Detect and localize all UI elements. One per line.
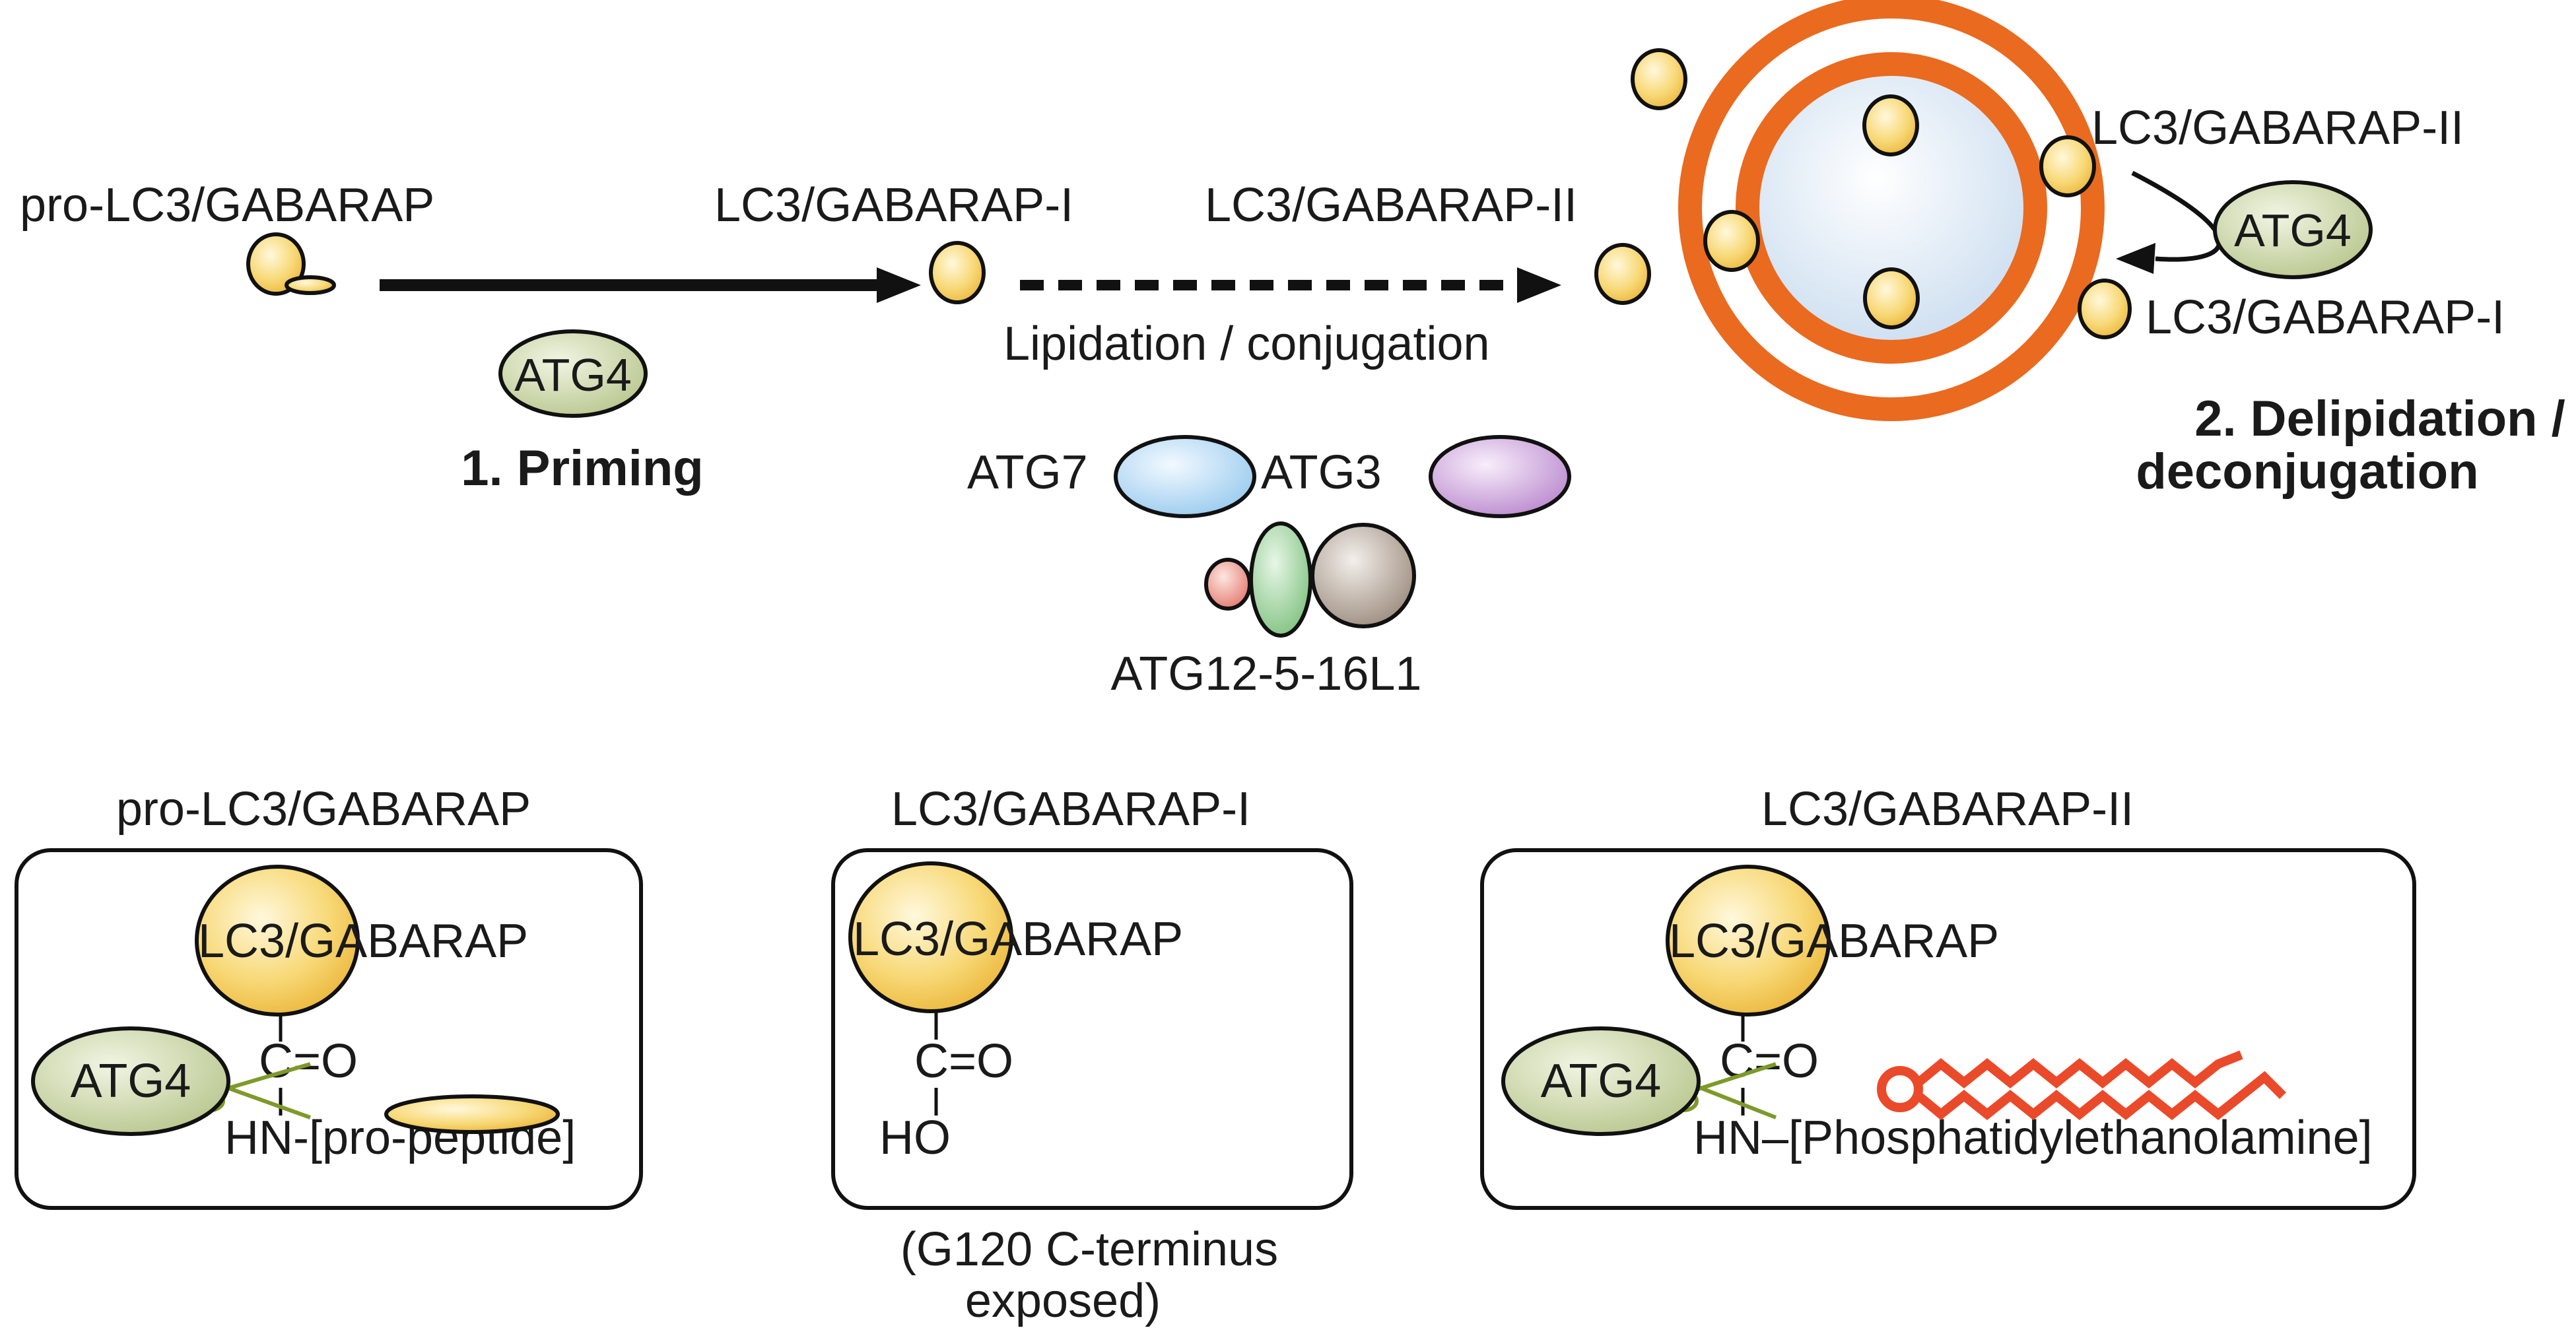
priming-arrow [380, 267, 921, 303]
atg12-5-16l1-complex [1204, 521, 1416, 638]
pro-lc3-molecule [246, 232, 336, 296]
panel-i-note-line1: (G120 C-terminus [900, 1223, 1278, 1276]
panel-pro-title: pro-LC3/GABARAP [116, 783, 531, 836]
atg7-label: ATG7 [967, 446, 1088, 499]
panel-pro-lc3: LC3/GABARAP C=O HN-[pro-peptide] ATG4 [15, 848, 643, 1210]
panel-ii-title: LC3/GABARAP-II [1761, 783, 2134, 836]
svg-text:HO: HO [879, 1112, 951, 1164]
pro-lc3-label: pro-LC3/GABARAP [20, 179, 434, 232]
autophagosome [1594, 0, 2105, 421]
panel-lc3-i: LC3/GABARAP C=O HO [831, 848, 1353, 1210]
atg7-enzyme [1114, 435, 1256, 518]
atg3-enzyme [1429, 435, 1571, 518]
phosphatidylethanolamine-lipid [1877, 1050, 2286, 1121]
atg4-recycle-enzyme: ATG4 [2213, 180, 2373, 279]
svg-text:C=O: C=O [1720, 1035, 1819, 1088]
svg-text:HN–[Phosphatidylethanolamine]: HN–[Phosphatidylethanolamine] [1693, 1112, 2373, 1164]
lc3-ii-label: LC3/GABARAP-II [1205, 179, 1577, 232]
delipidation-arrow [2131, 170, 2222, 262]
atg4-priming-enzyme: ATG4 [498, 329, 648, 418]
lipidation-label: Lipidation / conjugation [1003, 317, 1490, 370]
svg-text:LC3/GABARAP: LC3/GABARAP [1669, 915, 1999, 968]
panel-i-title: LC3/GABARAP-I [891, 783, 1250, 836]
recycle-lc3-i-molecule [2078, 279, 2132, 339]
svg-text:ATG4: ATG4 [71, 1055, 191, 1108]
lc3-i-label: LC3/GABARAP-I [714, 179, 1073, 232]
svg-text:ATG4: ATG4 [514, 349, 632, 401]
svg-text:C=O: C=O [259, 1035, 358, 1088]
atg12-complex-label: ATG12-5-16L1 [1111, 648, 1422, 700]
svg-text:ATG4: ATG4 [1541, 1055, 1662, 1108]
svg-text:C=O: C=O [914, 1035, 1013, 1088]
svg-text:LC3/GABARAP: LC3/GABARAP [198, 915, 528, 968]
delipidation-label-line1: 2. Delipidation / [2194, 391, 2565, 447]
recycle-lc3-i-label: LC3/GABARAP-I [2146, 291, 2505, 344]
panel-i-note-line2: exposed) [965, 1275, 1161, 1327]
panel-lc3-ii: LC3/GABARAP C=O HN–[Phosphatidylethanola… [1480, 848, 2416, 1210]
lc3-i-molecule [929, 241, 986, 304]
svg-text:LC3/GABARAP: LC3/GABARAP [853, 913, 1183, 966]
recycle-lc3-ii-label: LC3/GABARAP-II [2091, 102, 2464, 154]
svg-text:ATG4: ATG4 [2234, 205, 2352, 256]
priming-label: 1. Priming [461, 440, 703, 496]
lipidation-arrow [1020, 267, 1561, 303]
delipidation-label-line2: deconjugation [2136, 444, 2478, 500]
atg3-label: ATG3 [1261, 446, 1382, 499]
